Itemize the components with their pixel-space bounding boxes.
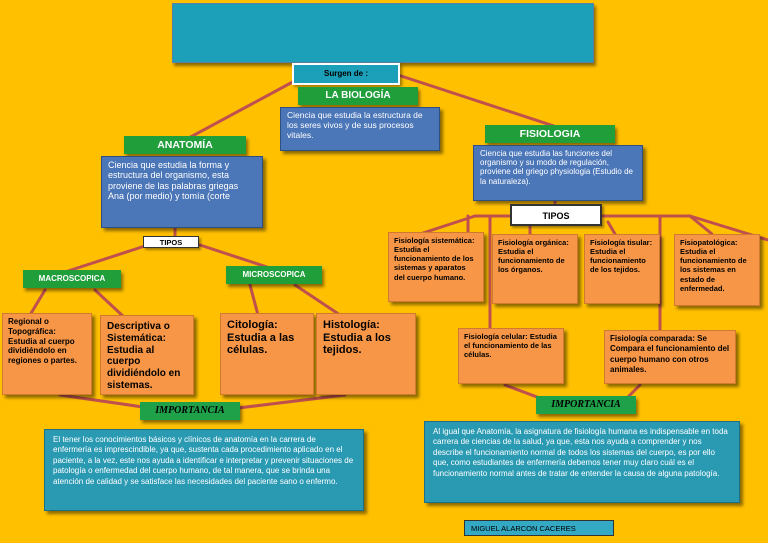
fisiologia-organica-box: Fisiología orgánica: Estudia el funciona… [492, 234, 578, 304]
fisiologia-celular-box: Fisiología celular: Estudia el funcionam… [458, 328, 564, 384]
fisiologia-desc: Ciencia que estudia las funciones del or… [473, 145, 643, 201]
author-label: MIGUEL ALARCON CACERES [464, 520, 614, 536]
macroscopica-label: MACROSCOPICA [23, 270, 121, 288]
descriptiva-box: Descriptiva o Sistemática: Estudia al cu… [100, 315, 194, 395]
anatomia-label: ANATOMÍA [124, 136, 246, 154]
fisiopatologica-box: Fisiopatológica: Estudia el funcionamien… [674, 234, 760, 306]
fisiologia-label: FISIOLOGIA [485, 125, 615, 143]
biologia-label: LA BIOLOGÍA [298, 87, 418, 105]
fisiologia-importancia-label: IMPORTANCIA [536, 396, 636, 414]
citologia-box: Citología: Estudia a las células. [220, 313, 314, 395]
anatomia-tipos-tag: TIPOS [143, 236, 199, 248]
histologia-box: Histología: Estudia a los tejidos. [316, 313, 416, 395]
biologia-desc: Ciencia que estudia la estructura de los… [280, 107, 440, 151]
fisiologia-comparada-box: Fisiología comparada: Se Compara el func… [604, 330, 736, 384]
anatomia-desc: Ciencia que estudia la forma y estructur… [101, 156, 263, 228]
microscopica-label: MICROSCOPICA [226, 266, 322, 284]
regional-box: Regional o Topográfica: Estudia al cuerp… [2, 313, 92, 395]
title-banner [172, 3, 594, 63]
anatomia-importancia-text: El tener los conocimientos básicos y clí… [44, 429, 364, 511]
anatomia-importancia-label: IMPORTANCIA [140, 402, 240, 420]
fisiologia-sistematica-box: Fisiología sistemática: Estudia el funci… [388, 232, 484, 302]
fisiologia-tisular-box: Fisiología tisular: Estudia el funcionam… [584, 234, 660, 304]
surgen-label: Surgen de : [292, 63, 400, 85]
fisiologia-tipos-tag: TIPOS [510, 204, 602, 226]
fisiologia-importancia-text: Al igual que Anatomía, la asignatura de … [424, 421, 740, 503]
